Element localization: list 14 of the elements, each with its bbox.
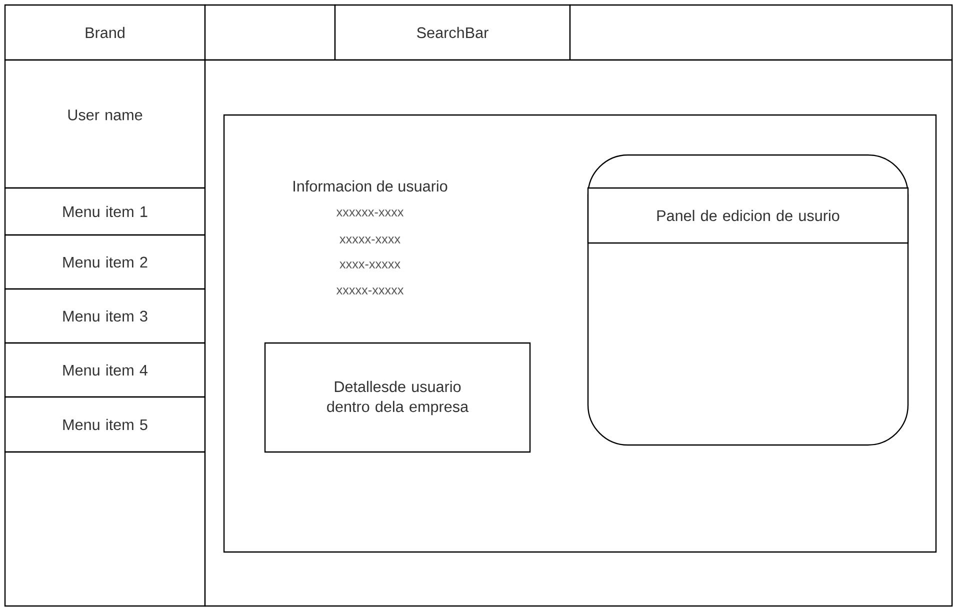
search-bar: SearchBar	[334, 4, 571, 61]
info-line: xxxxxx-xxxx	[336, 210, 404, 216]
menu-item: Menu item 4	[4, 342, 206, 398]
menu-item: Menu item 1	[4, 187, 206, 236]
menu-item: Menu item 5	[4, 396, 206, 453]
panel-header: Panel de edicion de usurio	[587, 187, 909, 244]
details-box: Detallesde usuario dentro dela empresa	[264, 342, 531, 453]
menu-item: Menu item 2	[4, 234, 206, 290]
info-line: xxxxx-xxxxx	[336, 288, 404, 294]
info-line: xxxx-xxxxx	[340, 262, 400, 268]
info-line: xxxxx-xxxx	[340, 236, 400, 244]
info-heading: Informacion de usuario	[294, 180, 448, 192]
brand-cell: Brand	[4, 4, 206, 61]
menu-item: Menu item 3	[4, 288, 206, 344]
